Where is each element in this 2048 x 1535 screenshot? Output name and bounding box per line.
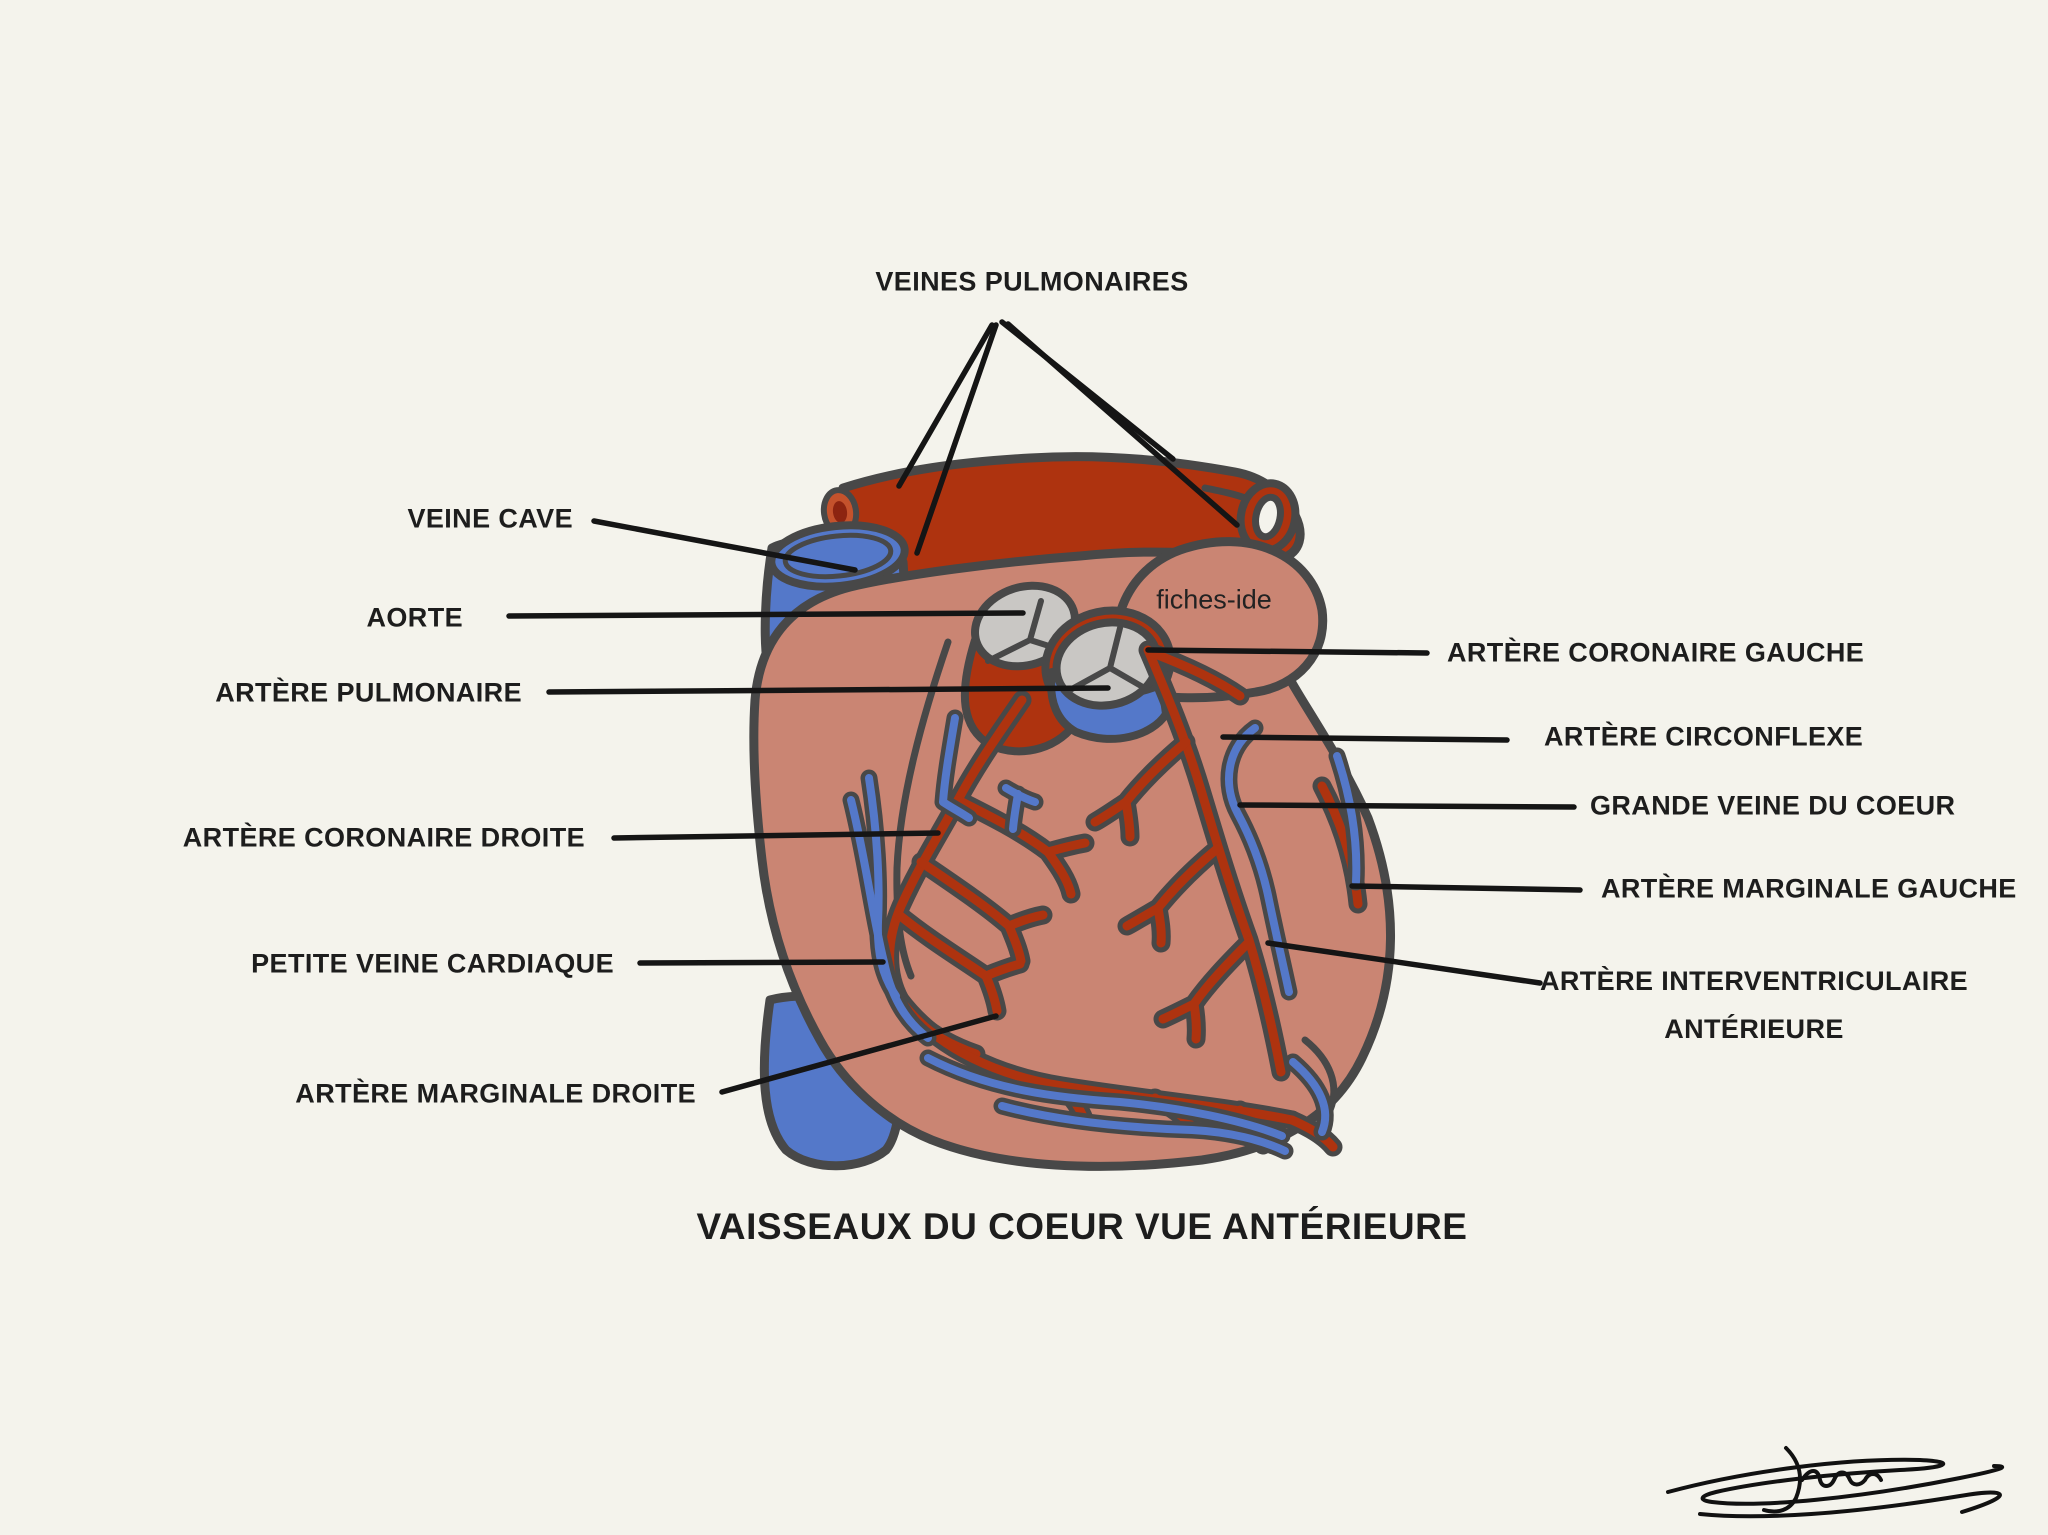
leader-lines [506,319,1583,1095]
diagram-title: VAISSEAUX DU COEUR VUE ANTÉRIEURE [696,1206,1468,1247]
label-petite-veine-cardiaque: PETITE VEINE CARDIAQUE [251,948,614,979]
watermark-fiches-ide: fiches-ide [1156,584,1272,615]
label-artere-circonflexe: ARTÈRE CIRCONFLEXE [1544,721,1864,752]
signature-scribble [1666,1446,2005,1519]
label-artere-marginale-droite: ARTÈRE MARGINALE DROITE [295,1078,696,1109]
label-artere-pulmonaire: ARTÈRE PULMONAIRE [215,677,522,708]
label-artere-interventriculaire-line1: ARTÈRE INTERVENTRICULAIRE [1539,966,1969,996]
label-artere-interventriculaire-anterieure: ARTÈRE INTERVENTRICULAIRE ANTÉRIEURE [1540,957,1968,1053]
label-veine-cave: VEINE CAVE [407,503,573,534]
label-veines-pulmonaires: VEINES PULMONAIRES [875,266,1189,297]
label-artere-coronaire-droite: ARTÈRE CORONAIRE DROITE [182,822,585,853]
label-artere-interventriculaire-line2: ANTÉRIEURE [1664,1014,1844,1044]
label-artere-coronaire-gauche: ARTÈRE CORONAIRE GAUCHE [1447,637,1865,668]
label-aorte: AORTE [366,602,463,633]
label-artere-marginale-gauche: ARTÈRE MARGINALE GAUCHE [1601,873,2017,904]
label-grande-veine-du-coeur: GRANDE VEINE DU COEUR [1590,790,1956,821]
